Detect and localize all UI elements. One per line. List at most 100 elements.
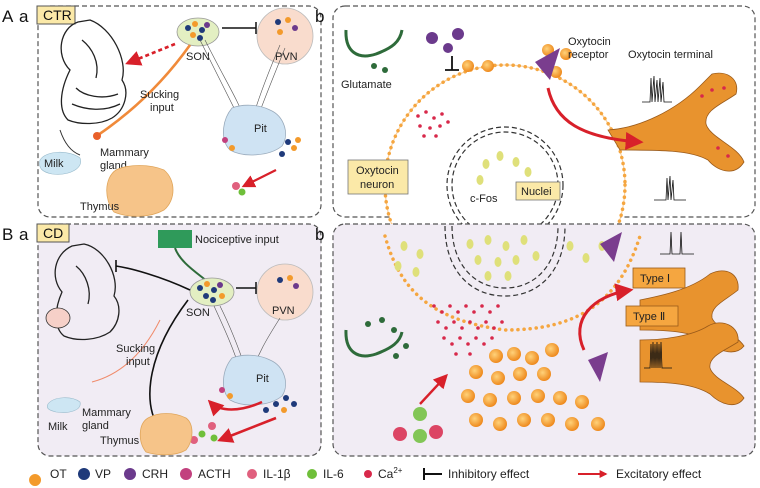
excitatory-arrow-pit-cd-2	[217, 416, 277, 443]
panel-Ba: B a CD Nociceptive input SON PVN	[2, 223, 322, 457]
legend-inhibitory-label: Inhibitory effect	[448, 467, 530, 481]
milk-label-ctr: Milk	[44, 158, 64, 170]
legend-il6-swatch	[307, 469, 317, 479]
mammary-label-cd-1: Mammary	[82, 407, 131, 419]
legend-ca-swatch	[364, 470, 372, 478]
legend-il1b-label: IL-1β	[263, 467, 291, 481]
son-label-ctr: SON	[186, 51, 210, 63]
nucleus-outer-cd	[444, 225, 566, 297]
pit-to-immune-arrow-ctr	[241, 169, 277, 188]
sucking-label-cd-2: input	[126, 356, 150, 368]
milk-pool-ctr	[39, 151, 81, 175]
inhibitory-pvn-son-ctr	[222, 22, 257, 34]
nuclei-label: Nuclei	[521, 186, 552, 198]
excitatory-arrow-pit-cd-1	[207, 399, 263, 417]
calcium-dots-cd	[432, 304, 504, 356]
pit-label-cd: Pit	[256, 373, 269, 385]
panel-letter-b-bottom: b	[315, 225, 324, 244]
receptor-label-ctr-1: Oxytocin	[568, 36, 611, 48]
panel-letter-B: B	[2, 225, 13, 244]
son-vesicles-ctr	[185, 21, 210, 41]
pvn-nucleus-cd	[256, 263, 314, 321]
terminal-type2-cd	[639, 322, 745, 406]
legend-inhibitory-swatch	[423, 468, 442, 480]
glutamate-dot-2	[382, 67, 388, 73]
glutamate-label-ctr: Glutamate	[341, 79, 392, 91]
immune-cells-ctr	[232, 182, 246, 196]
crh-vesicle-3	[443, 43, 453, 53]
mammary-label-ctr-1: Mammary	[100, 147, 149, 159]
mother-sketch-ctr	[60, 19, 127, 125]
nociceptive-label: Nociceptive input	[195, 234, 279, 246]
cytokines-cd	[393, 407, 443, 443]
pvn-nucleus-ctr	[256, 7, 314, 65]
milk-pool-cd	[46, 397, 81, 413]
calcium-dots-ctr	[416, 110, 450, 138]
excitatory-arrow-cytokine-cd	[419, 373, 448, 405]
type2-box	[625, 305, 679, 327]
pvn-label-ctr: PVN	[275, 51, 298, 63]
crh-vesicle-1	[426, 32, 438, 44]
legend-acth-label: ACTH	[198, 467, 231, 481]
oxytocin-receptor-cd-1	[600, 232, 622, 262]
crh-vesicle-2	[452, 28, 464, 40]
pvn-label-cd: PVN	[272, 305, 295, 317]
son-nucleus-ctr	[176, 17, 220, 47]
oxytocin-receptor-cd-2	[588, 352, 608, 382]
spike-trace-cd-2	[644, 341, 672, 369]
panel-Aa-frame	[37, 5, 322, 218]
terminal-ca-dots-ctr	[700, 86, 730, 158]
legend-crh-swatch	[124, 468, 136, 480]
inhibitory-crh-ctr	[445, 56, 459, 71]
type1-label: Type Ⅰ	[640, 273, 670, 285]
receptor-label-ctr-2: receptor	[568, 49, 609, 61]
pvn-vesicles-ctr	[275, 17, 298, 35]
oxytocin-neuron-box	[347, 159, 409, 195]
oxytocin-terminal-label: Oxytocin terminal	[628, 49, 713, 61]
type1-box	[632, 267, 686, 289]
pit-label-ctr: Pit	[254, 123, 267, 135]
legend-ca-sup: 2+	[393, 466, 402, 475]
cd-box	[36, 223, 70, 243]
son-label-cd: SON	[186, 307, 210, 319]
panel-Ab: b Glutamate Oxytocin receptor	[315, 5, 756, 307]
glutamate-dot-1	[371, 63, 377, 69]
sucking-label-ctr-1: Sucking	[140, 89, 179, 101]
excitatory-arrow-terminal-cd	[578, 283, 634, 351]
panel-Aa: A a CTR SON PVN	[2, 5, 322, 218]
legend-ot-label: OT	[50, 467, 67, 481]
glutamate-presynaptic-cd	[344, 329, 404, 358]
panel-Bb: b	[315, 223, 756, 457]
glutamate-presynaptic-ctr	[344, 29, 404, 58]
dotted-excitatory-arrow	[125, 42, 176, 66]
thymus-cd	[139, 413, 193, 456]
legend-vp-label: VP	[95, 467, 111, 481]
nuclei-box	[515, 181, 561, 201]
thymus-ctr	[106, 165, 174, 217]
baby-head-cd	[45, 307, 71, 329]
sucking-input-path-ctr	[97, 44, 192, 137]
spike-trace-cd-1	[660, 231, 694, 255]
inhibitory-to-mother-cd	[115, 260, 191, 291]
panel-letter-a: a	[19, 7, 29, 26]
pit-vesicles-ctr	[222, 137, 301, 157]
legend-ot-swatch	[29, 474, 42, 486]
legend-crh-label: CRH	[142, 467, 168, 481]
legend-vp-swatch	[78, 468, 90, 480]
oxytocin-receptor-ctr	[535, 48, 560, 80]
legend-ca-main: Ca	[378, 467, 394, 481]
spike-trace-ctr-2	[654, 175, 686, 201]
pit-vesicles-cd	[219, 387, 297, 413]
type2-label: Type Ⅱ	[633, 311, 665, 323]
cfos-ctr	[476, 151, 532, 185]
mammary-label-cd-2: gland	[82, 420, 109, 432]
panel-letter-a-bottom: a	[19, 225, 29, 244]
breast-outline-ctr	[59, 129, 81, 156]
sucking-label-cd-1: Sucking	[116, 343, 155, 355]
condition-cd-label: CD	[43, 225, 63, 241]
son-vesicles-cd	[197, 281, 225, 303]
legend-il6-label: IL-6	[323, 467, 344, 481]
cfos-label-ctr: c-Fos	[470, 193, 498, 205]
nucleus-inner-cd	[451, 225, 559, 289]
